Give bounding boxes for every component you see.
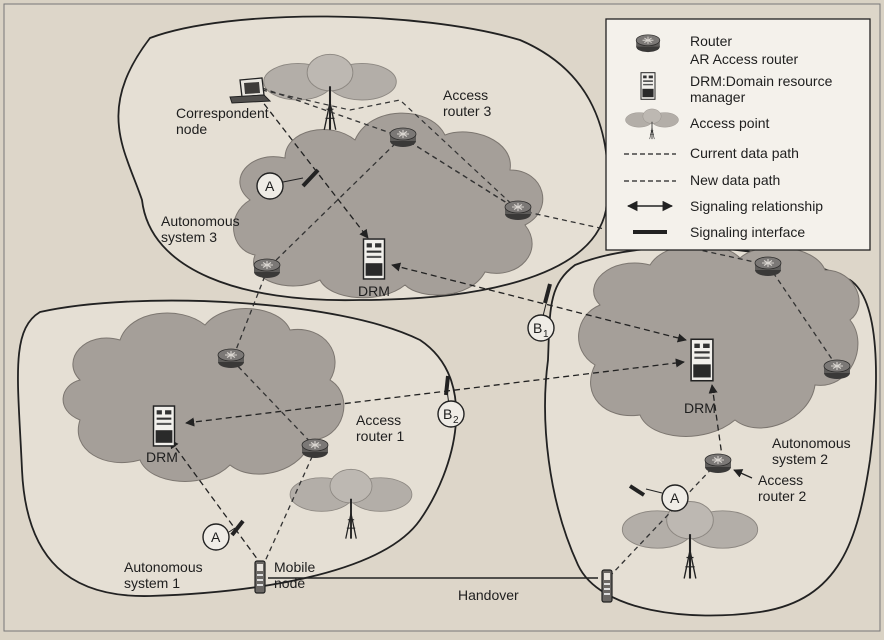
current-data-paths: [231, 87, 839, 577]
access-router-2-icon: [704, 453, 732, 474]
legend-drm: DRM:Domain resource: [690, 73, 833, 89]
drm-icon: [640, 72, 656, 100]
circle-a-label: A: [265, 178, 275, 194]
router-icon: [754, 256, 782, 277]
access-router-3-label: Access: [443, 87, 488, 103]
correspondent-node-label: Correspondent: [176, 105, 269, 121]
legend-access-router: AR Access router: [690, 51, 798, 67]
legend-new-path: New data path: [690, 172, 780, 188]
drm-3-label: DRM: [358, 283, 390, 299]
signaling-a-circle-as2: [661, 484, 689, 512]
circle-b2-sub: 2: [453, 415, 459, 426]
autonomous-system-1-label-2: system 1: [124, 575, 180, 591]
autonomous-system-2-label: Autonomous: [772, 435, 851, 451]
circle-a-label: A: [670, 490, 680, 506]
autonomous-system-3-label: Autonomous: [161, 213, 240, 229]
drm-2-label: DRM: [684, 400, 716, 416]
drm-1-label: DRM: [146, 449, 178, 465]
signaling-b1-circle: [527, 314, 555, 342]
legend-router: Router: [690, 33, 732, 49]
drm-as2-icon: [690, 338, 714, 382]
router-icon: [253, 258, 281, 279]
legend-box: Router AR Access router DRM:Domain resou…: [605, 18, 871, 251]
mobile-node-label: Mobile: [274, 559, 315, 575]
access-router-1-label-2: router 1: [356, 428, 404, 444]
handover-label: Handover: [458, 587, 519, 603]
autonomous-system-3-label-2: system 3: [161, 229, 217, 245]
access-router-3-icon: [389, 127, 417, 148]
laptop-icon: [229, 77, 272, 104]
signaling-interface-bars: [230, 168, 646, 537]
access-router-1-label: Access: [356, 412, 401, 428]
legend-signaling-interface: Signaling interface: [690, 224, 805, 240]
signaling-a-circle-as1: [202, 523, 230, 551]
drm-as1-icon: [152, 405, 176, 447]
drm-as3-icon: [362, 238, 386, 280]
cloud-as3: [233, 112, 544, 299]
circle-a-label: A: [211, 529, 221, 545]
signaling-relationships: [169, 95, 723, 561]
signaling-b2-circle: [437, 400, 465, 428]
access-router-2-label-2: router 2: [758, 488, 806, 504]
circle-b2-label: B: [443, 406, 452, 422]
router-icon: [217, 348, 245, 369]
circle-b1-label: B: [533, 320, 542, 336]
router-icon: [823, 359, 851, 380]
mobile-node-label-2: node: [274, 575, 305, 591]
legend-access-point: Access point: [690, 115, 769, 131]
access-router-1-icon: [301, 438, 329, 459]
access-router-3-label-2: router 3: [443, 103, 491, 119]
correspondent-node-label-2: node: [176, 121, 207, 137]
legend-signaling-relationship: Signaling relationship: [690, 198, 823, 214]
access-router-2-label: Access: [758, 472, 803, 488]
autonomous-system-2-label-2: system 2: [772, 451, 828, 467]
autonomous-system-1-label: Autonomous: [124, 559, 203, 575]
legend-current-path: Current data path: [690, 145, 799, 161]
legend-drm-2: manager: [690, 89, 746, 105]
mobile-node-new-icon: [601, 569, 613, 603]
router-icon: [504, 200, 532, 221]
mobile-node-icon: [254, 560, 266, 594]
signaling-a-circle-as3: [256, 172, 284, 200]
router-icon: [635, 34, 661, 53]
circle-b1-sub: 1: [543, 329, 549, 340]
